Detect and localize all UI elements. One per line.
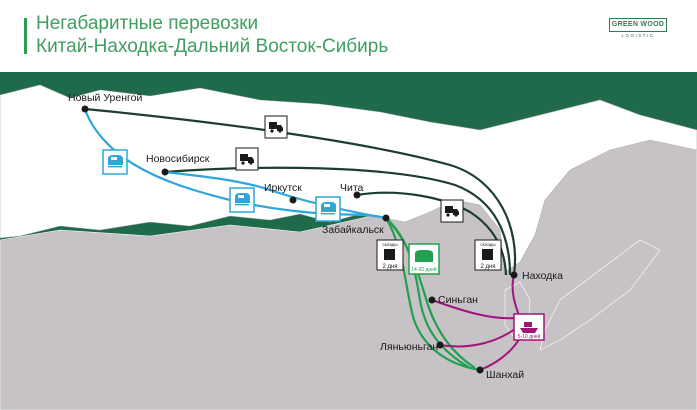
city-dot-chita [353,191,361,199]
company-logo: GREEN WOOD LOGISTIC [609,18,667,40]
ship-badge-days: 5-10 дней [518,333,541,340]
customs-badge-left-title: склады [382,242,397,247]
city-dot-zabaikalsk [382,214,390,222]
rail-badge-green-days: 14-20 дней [411,266,437,273]
logo-subtext: LOGISTIC [621,33,655,38]
city-dot-irkutsk [289,196,297,204]
label-novosibirsk: Новосибирск [146,153,210,165]
document-icon [482,249,493,260]
truck-route-chita [356,191,508,276]
label-lianyungang: Ляньюньган [380,341,438,353]
customs-badge-right-title: склады [480,242,495,247]
rail-route-green-2 [385,217,476,369]
header: Негабаритные перевозки Китай-Находка-Дал… [0,0,697,72]
city-dot-novy-urengoy [81,105,89,113]
label-novy-urengoy: Новый Уренгой [68,92,142,104]
city-dot-lianyungang [436,341,444,349]
customs-badge-left-days: 2 дня [382,264,397,270]
city-dot-novosibirsk [161,168,169,176]
city-dot-shanghai [476,366,484,374]
route-map: Новый Уренгой Новосибирск Иркутск Чита З… [0,72,697,410]
rail-route-blue-2 [164,170,387,220]
customs-badge-left: склады 2 дня [376,239,404,271]
russia-territory [0,84,697,273]
rail-badge-green: 14-20 дней [408,243,440,275]
truck-icon-1 [264,115,288,139]
sea-route-singan [431,299,516,320]
label-nakhodka: Находка [522,270,563,282]
customs-badge-right-days: 2 дня [480,264,495,270]
train-icon-2 [229,187,255,213]
truck-route-urengoy [84,107,517,276]
label-singan: Синьган [438,294,478,306]
truck-icon-3 [440,199,464,223]
label-shanghai: Шанхай [486,369,524,381]
customs-badge-right: склады 2 дня [474,239,502,271]
train-icon-3 [315,196,341,222]
label-irkutsk: Иркутск [264,182,302,194]
ship-icon [520,322,538,333]
truck-icon-2 [235,147,259,171]
city-dot-nakhodka [510,271,518,279]
label-zabaikalsk: Забайкальск [322,224,384,236]
logo-text: GREEN WOOD [609,18,667,32]
title-accent-bar [24,18,27,54]
ship-badge: 5-10 дней [513,313,545,341]
page-title-line2: Китай-Находка-Дальний Восток-Сибирь [36,36,389,57]
page-title-line1: Негабаритные перевозки [36,13,259,34]
city-dot-singan [428,296,436,304]
label-chita: Чита [340,182,364,194]
document-icon [384,249,395,260]
train-icon [415,250,433,262]
train-icon-1 [102,149,128,175]
